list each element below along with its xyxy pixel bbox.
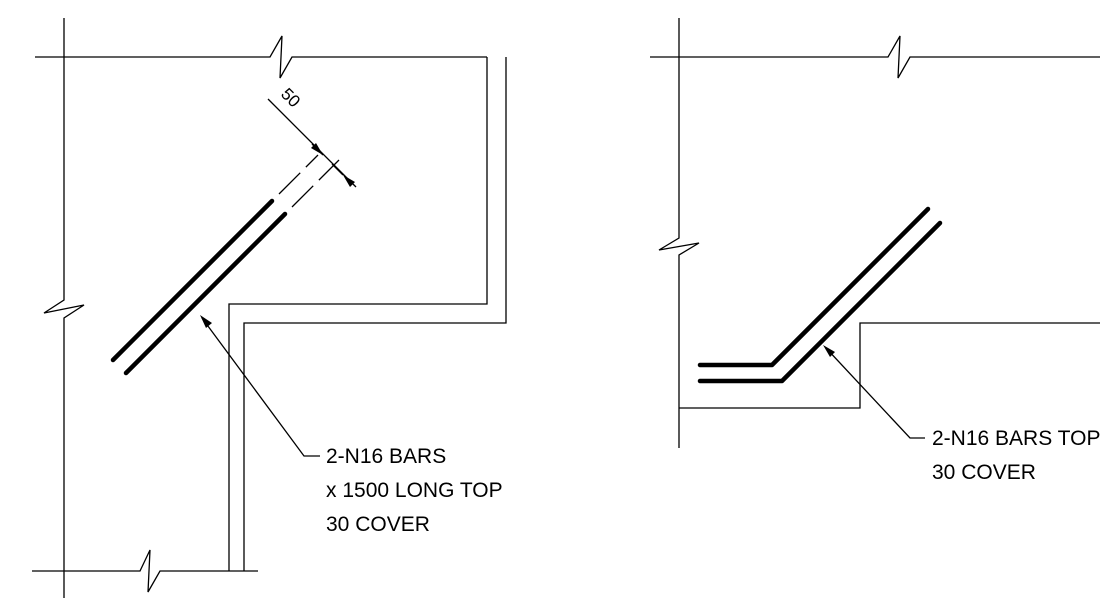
bar-note-right-line-2: 30 COVER bbox=[932, 461, 1036, 484]
bar-note-right: 2-N16 BARS TOP 30 COVER bbox=[932, 427, 1100, 484]
bar-note-left-line-3: 30 COVER bbox=[326, 513, 430, 536]
dimension-50-left: 50 bbox=[267, 84, 357, 188]
leader-right bbox=[823, 345, 925, 439]
bar-note-right-line-1: 2-N16 BARS TOP bbox=[932, 427, 1100, 450]
bar-extension-lines-left bbox=[278, 154, 340, 208]
bar-note-left-line-2: x 1500 LONG TOP bbox=[326, 479, 502, 502]
bar-note-left-line-1: 2-N16 BARS bbox=[326, 445, 446, 468]
detail-left: 50 2-N16 BARS x 1500 LONG TOP 30 COVER bbox=[32, 18, 508, 598]
cranked-bars-right bbox=[697, 206, 943, 384]
bar-note-left: 2-N16 BARS x 1500 LONG TOP 30 COVER bbox=[326, 445, 508, 536]
dimension-label-50: 50 bbox=[277, 84, 304, 111]
diagonal-bars-left bbox=[110, 198, 288, 376]
leader-left bbox=[200, 315, 320, 457]
slab-outline-right bbox=[650, 18, 1100, 448]
slab-outline-left bbox=[32, 18, 507, 598]
detail-right: 2-N16 BARS TOP 30 COVER bbox=[650, 18, 1100, 484]
